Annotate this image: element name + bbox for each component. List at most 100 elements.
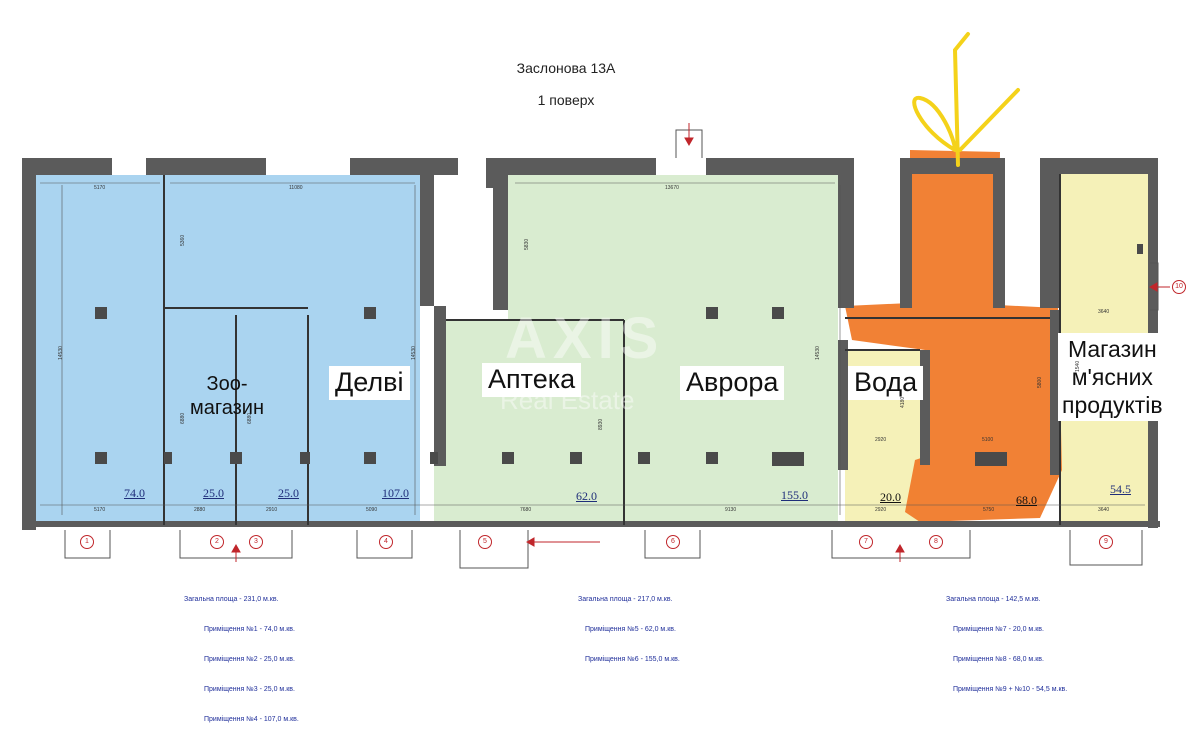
dim-top-4: 3640 (1098, 309, 1110, 315)
dim-top-1: 5170 (94, 185, 106, 191)
summary-block-2: Загальна площа - 217,0 м.кв. Приміщення … (578, 575, 680, 675)
watermark-logo: AXIS (505, 306, 665, 371)
area-room-3: 25.0 (278, 486, 299, 500)
dim-bottom-1: 5170 (94, 507, 106, 513)
wall-mid-top (486, 158, 656, 175)
room-label-delvi: Делві (329, 366, 410, 400)
summary-3-line-1: Загальна площа - 142,5 м.кв. (946, 596, 1041, 603)
dim-vert-4: 5360 (180, 234, 186, 246)
entrance-marker-6: 6 (666, 535, 680, 549)
room-fill-3 (236, 308, 308, 525)
annotation-arrow-loop (912, 95, 957, 152)
dim-vert-10: 5800 (1037, 376, 1043, 388)
wall-mid-right (838, 158, 854, 308)
summary-2-line-3: Приміщення №6 - 155,0 м.кв. (585, 656, 680, 663)
summary-block-1: Загальна площа - 231,0 м.кв. Приміщення … (184, 575, 299, 735)
dim-top-3: 13670 (665, 185, 679, 191)
summary-1-line-1: Загальна площа - 231,0 м.кв. (184, 596, 279, 603)
entrance-marker-1: 1 (80, 535, 94, 549)
room-fill-6 (624, 320, 838, 525)
entrance-marker-7: 7 (859, 535, 873, 549)
wall-orange-right (1050, 310, 1060, 475)
wall-right-top (900, 158, 1005, 174)
area-room-7: 20.0 (880, 490, 901, 504)
area-room-2: 25.0 (203, 486, 224, 500)
room-label-avrora: Аврора (680, 366, 785, 400)
room-label-voda: Вода (848, 366, 924, 400)
dim-vert-3: 14530 (815, 346, 821, 360)
room-fill-2 (164, 308, 236, 525)
dim-inner-1: 2920 (875, 437, 887, 443)
dim-bottom-6: 9130 (725, 507, 737, 513)
dim-vert-9: 4180 (900, 396, 906, 408)
entrance-marker-10: 10 (1172, 280, 1186, 294)
wall-top-left-3 (350, 158, 458, 175)
dim-vert-1: 14530 (58, 346, 64, 360)
dim-vert-2: 14530 (411, 346, 417, 360)
area-room-9: 54.5 (1110, 482, 1131, 496)
room-fill-5 (434, 320, 624, 525)
wall-right-stub (900, 158, 912, 308)
area-room-4: 107.0 (382, 486, 409, 500)
dim-bottom-9: 3640 (1098, 507, 1110, 513)
entrance-marker-3: 3 (249, 535, 263, 549)
dim-vert-11: 1540 (1075, 360, 1081, 372)
floor-title: 1 поверх (537, 92, 595, 108)
dim-bottom-7: 2920 (875, 507, 887, 513)
wall-top-left-2 (146, 158, 266, 175)
entrance-9 (1069, 530, 1143, 566)
wall-mid-top-2 (706, 158, 854, 175)
summary-3-line-3: Приміщення №8 - 68,0 м.кв. (953, 656, 1044, 663)
dim-top-2: 11080 (289, 185, 303, 191)
dim-vert-7: 6880 (247, 412, 253, 424)
entrance-marker-8: 8 (929, 535, 943, 549)
entrance-4 (356, 530, 413, 559)
address-title: Заслонова 13А (516, 60, 616, 76)
room-fill-6-upper (508, 175, 838, 320)
entrance-marker-4: 4 (379, 535, 393, 549)
wall-bottom (30, 521, 1160, 527)
wall-left-block (420, 158, 434, 306)
dim-bottom-5: 7680 (520, 507, 532, 513)
entrance-1 (64, 530, 111, 559)
room-label-apteka: Аптека (482, 363, 582, 397)
summary-1-line-4: Приміщення №3 - 25,0 м.кв. (204, 686, 295, 693)
area-room-1: 74.0 (124, 486, 145, 500)
room-fill-4-upper (164, 175, 420, 308)
dim-bottom-2: 2880 (194, 507, 206, 513)
dim-vert-5: 5830 (524, 238, 530, 250)
room-fill-1 (36, 175, 164, 525)
area-room-6: 155.0 (781, 488, 808, 502)
wall-mid-corridor (493, 175, 508, 310)
area-room-5: 62.0 (576, 489, 597, 503)
dim-bottom-3: 2910 (266, 507, 278, 513)
room-fill-4 (308, 308, 420, 525)
wall-mid-split (434, 306, 446, 466)
wall-right-stub-2 (993, 158, 1005, 308)
summary-3-line-4: Приміщення №9 + №10 - 54,5 м.кв. (953, 686, 1068, 693)
dim-bottom-4: 5090 (366, 507, 378, 513)
summary-1-line-5: Приміщення №4 - 107,0 м.кв. (204, 716, 299, 723)
wall-left (22, 158, 36, 530)
room-fill-8 (845, 150, 1062, 522)
dim-bottom-8: 5750 (983, 507, 995, 513)
entrance-marker-5: 5 (478, 535, 492, 549)
wall-water (838, 340, 848, 470)
summary-2-line-2: Приміщення №5 - 62,0 м.кв. (585, 626, 676, 633)
wall-top-left (22, 158, 112, 175)
dim-vert-6: 6880 (180, 412, 186, 424)
wall-water-2 (920, 350, 930, 465)
summary-1-line-3: Приміщення №2 - 25,0 м.кв. (204, 656, 295, 663)
dim-vert-8: 8930 (598, 418, 604, 430)
entrance-5 (459, 530, 529, 569)
entrance-7-8 (831, 530, 971, 559)
dim-inner-2: 5100 (982, 437, 994, 443)
entrance-6 (644, 530, 701, 559)
entrance-marker-2: 2 (210, 535, 224, 549)
annotation-arrow-right (958, 88, 1020, 152)
wall-far-right-top (1040, 158, 1158, 174)
summary-block-3: Загальна площа - 142,5 м.кв. Приміщення … (946, 575, 1067, 705)
summary-3-line-2: Приміщення №7 - 20,0 м.кв. (953, 626, 1044, 633)
summary-2-line-1: Загальна площа - 217,0 м.кв. (578, 596, 673, 603)
